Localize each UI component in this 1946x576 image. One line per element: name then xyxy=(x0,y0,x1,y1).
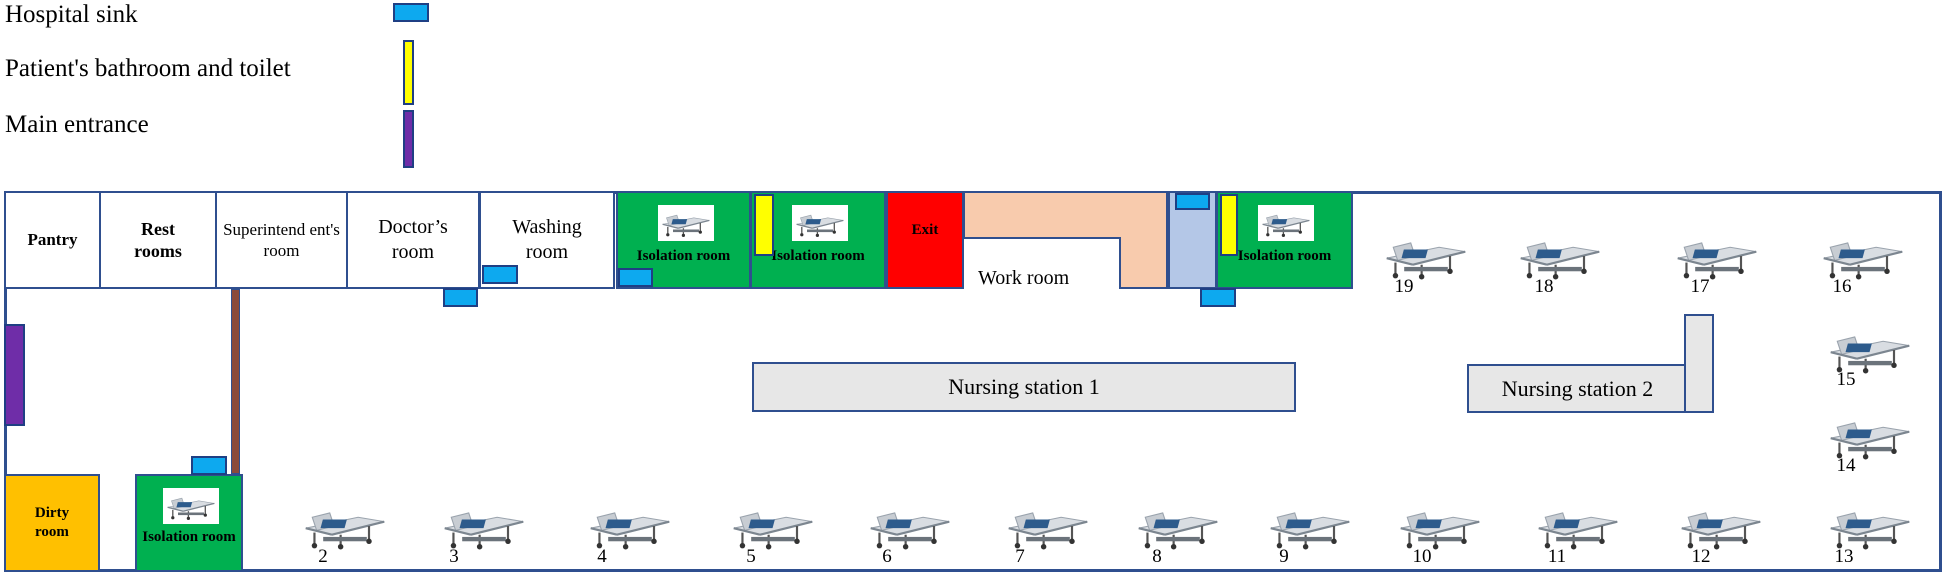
bed-number: 18 xyxy=(1534,276,1554,297)
legend-sink-swatch xyxy=(393,3,429,22)
toilet-isolation-2 xyxy=(754,194,774,256)
bed-icon xyxy=(1385,241,1467,280)
partition-wall xyxy=(231,289,240,474)
bed-icon xyxy=(589,511,671,550)
bed-number: 15 xyxy=(1836,369,1856,390)
bed-number: 7 xyxy=(1015,546,1025,567)
pantry-room: Pantry xyxy=(4,191,101,289)
bed-number: 5 xyxy=(746,546,756,567)
toilet-isolation-3 xyxy=(1220,194,1238,256)
bed-icon xyxy=(304,511,386,550)
sink-washing-room xyxy=(482,265,518,284)
work-room-counter-top xyxy=(963,191,1168,239)
nursing-station-2-label: Nursing station 2 xyxy=(1501,375,1654,401)
bed-icon xyxy=(1258,205,1314,241)
bed-icon xyxy=(1829,421,1911,460)
doctor-label: Doctor’s room xyxy=(378,216,448,263)
work-room-label: Work room xyxy=(978,267,1070,289)
work-room-counter-edge xyxy=(963,237,1121,239)
bed-icon xyxy=(443,511,525,550)
legend-entrance-label: Main entrance xyxy=(5,111,149,138)
bed-number: 4 xyxy=(597,546,607,567)
rest-rooms: Rest rooms xyxy=(99,191,217,289)
pantry-label: Pantry xyxy=(27,230,78,250)
bed-icon xyxy=(869,511,951,550)
nursing-station-2: Nursing station 2 xyxy=(1467,364,1686,413)
main-entrance[interactable] xyxy=(4,324,25,426)
isolation-label: Isolation room xyxy=(771,248,865,264)
isolation-label: Isolation room xyxy=(1237,248,1332,264)
sink-isolation-4 xyxy=(191,456,227,475)
sink-isolation-3 xyxy=(1200,288,1236,307)
bed-number: 14 xyxy=(1836,455,1856,476)
rest-rooms-label: Rest rooms xyxy=(134,218,182,262)
bed-icon xyxy=(1537,511,1619,550)
bed-icon xyxy=(732,511,814,550)
bed-number: 2 xyxy=(318,546,328,567)
legend-sink-label: Hospital sink xyxy=(5,1,138,28)
bed-number: 12 xyxy=(1691,546,1711,567)
isolation-room-4: Isolation room xyxy=(135,474,243,572)
nursing-station-2-arm xyxy=(1684,314,1714,413)
bed-icon xyxy=(1399,511,1481,550)
work-room-counter-side xyxy=(1119,237,1168,289)
legend-toilet-label: Patient's bathroom and toilet xyxy=(5,55,291,82)
bed-number: 6 xyxy=(882,546,892,567)
dirty-room-label: Dirty room xyxy=(34,505,70,540)
bed-number: 8 xyxy=(1152,546,1162,567)
superintendent-label: Superintend ent's room xyxy=(223,219,340,260)
bed-number: 11 xyxy=(1547,546,1567,567)
bed-number: 3 xyxy=(449,546,459,567)
legend-toilet-swatch xyxy=(403,40,414,105)
isolation-label: Isolation room xyxy=(142,529,236,545)
bed-number: 9 xyxy=(1279,546,1289,567)
nursing-station-1: Nursing station 1 xyxy=(752,362,1296,412)
bed-number: 10 xyxy=(1412,546,1432,567)
dirty-room: Dirty room xyxy=(4,474,100,572)
sink-utility xyxy=(1175,193,1210,210)
sink-isolation-1 xyxy=(618,268,653,287)
bed-number: 19 xyxy=(1394,276,1414,297)
bed-icon xyxy=(1829,335,1911,374)
bed-number: 16 xyxy=(1832,276,1852,297)
bed-icon xyxy=(1829,511,1911,550)
isolation-label: Isolation room xyxy=(636,248,731,264)
bed-icon xyxy=(1676,241,1758,280)
superintendent-room: Superintend ent's room xyxy=(215,191,348,289)
doctor-room: Doctor’s room xyxy=(346,191,480,289)
exit-door[interactable]: Exit xyxy=(886,191,964,289)
sink-doctor-room xyxy=(443,288,478,307)
bed-number: 17 xyxy=(1690,276,1710,297)
legend-entrance-swatch xyxy=(403,110,414,168)
bed-icon xyxy=(1519,241,1601,280)
bed-icon xyxy=(792,205,848,241)
nursing-station-1-label: Nursing station 1 xyxy=(948,374,1100,399)
bed-icon xyxy=(163,488,219,524)
bed-icon xyxy=(1822,241,1904,280)
bed-number: 13 xyxy=(1834,546,1854,567)
bed-icon xyxy=(1680,511,1762,550)
bed-icon xyxy=(1269,511,1351,550)
exit-label: Exit xyxy=(911,222,939,238)
bed-icon xyxy=(1137,511,1219,550)
isolation-room-3: Isolation room xyxy=(1216,191,1353,289)
bed-icon xyxy=(658,205,714,241)
washing-label: Washing room xyxy=(512,216,582,263)
bed-icon xyxy=(1007,511,1089,550)
